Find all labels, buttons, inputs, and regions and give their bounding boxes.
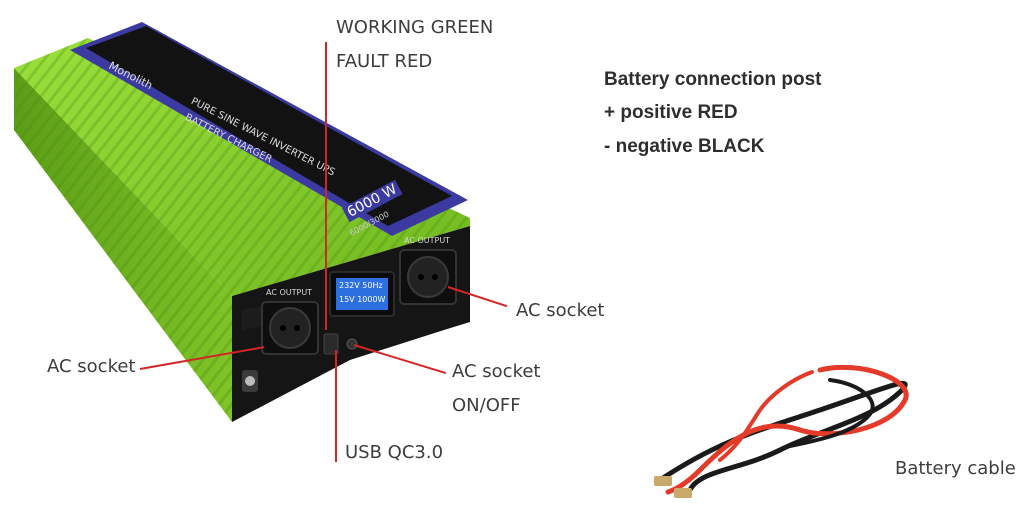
lcd-line1: 232V 50Hz (339, 281, 383, 290)
label-switch: AC socket (452, 361, 541, 382)
port-label-left: AC OUTPUT (266, 288, 313, 297)
lcd-display (329, 271, 395, 317)
label-ac-socket-left: AC socket (47, 356, 136, 377)
top-label-panel (86, 26, 452, 226)
lcd-line2: 15V 1000W (339, 295, 386, 304)
label-led-fault: FAULT RED (336, 51, 433, 72)
callout-led (325, 42, 327, 330)
label-usb: USB QC3.0 (345, 442, 444, 463)
ac-socket-right (399, 249, 457, 305)
label-switch-onoff: ON/OFF (452, 395, 521, 416)
label-led-working: WORKING GREEN (336, 17, 494, 38)
battery-cable (654, 364, 909, 498)
label-battery-cable: Battery cable (895, 458, 1016, 479)
usb-port (323, 333, 339, 355)
port-label-right: AC OUTPUT (404, 236, 451, 245)
label-post-title: Battery connection post (604, 69, 822, 90)
label-ac-socket-right: AC socket (516, 300, 605, 321)
label-post-negative: - negative BLACK (604, 136, 765, 157)
callout-usb (335, 350, 337, 462)
label-post-positive: + positive RED (604, 102, 738, 123)
battery-terminal (242, 370, 258, 392)
ac-socket-left (261, 301, 319, 355)
